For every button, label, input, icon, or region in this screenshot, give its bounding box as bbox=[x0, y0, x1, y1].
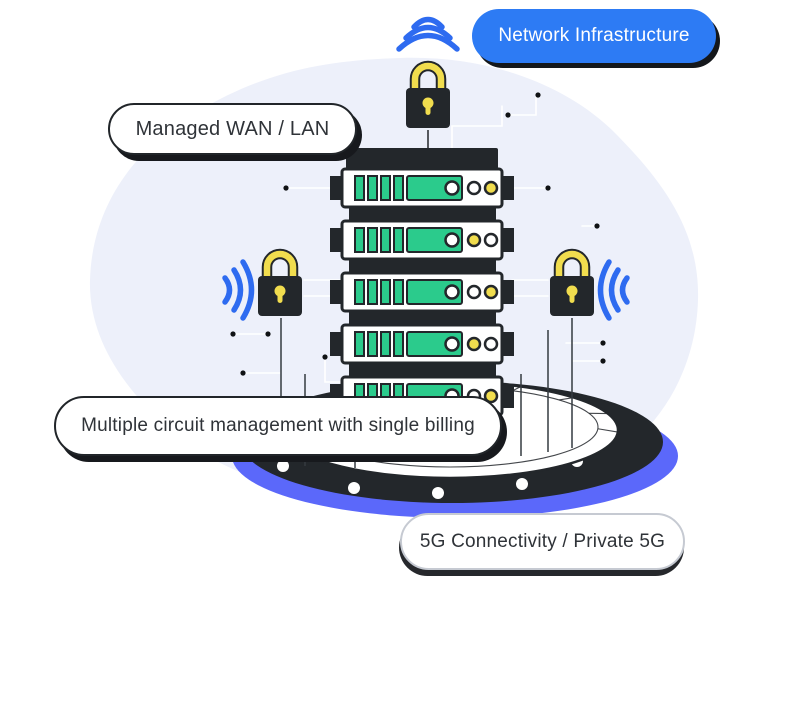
status-led-yellow bbox=[483, 180, 499, 196]
status-led-white bbox=[483, 336, 499, 352]
callout-managed-wan-lan: Managed WAN / LAN bbox=[108, 103, 357, 155]
status-led-yellow bbox=[466, 336, 482, 352]
status-led-white bbox=[466, 180, 482, 196]
wifi-icon-left bbox=[222, 259, 255, 321]
padlock-icon-top bbox=[406, 60, 450, 128]
network-infrastructure-badge: Network Infrastructure bbox=[472, 9, 716, 63]
server-rack bbox=[330, 148, 514, 417]
wifi-icon-right bbox=[597, 259, 630, 321]
wifi-icon-top bbox=[396, 16, 460, 52]
status-led-white bbox=[466, 284, 482, 300]
status-led-yellow bbox=[466, 232, 482, 248]
padlock-icon-left bbox=[258, 248, 302, 316]
status-led-yellow bbox=[483, 284, 499, 300]
status-led-white bbox=[483, 232, 499, 248]
callout-5g-connectivity: 5G Connectivity / Private 5G bbox=[400, 513, 685, 570]
padlock-icon-right bbox=[550, 248, 594, 316]
server-rack-cap bbox=[346, 148, 498, 169]
callout-multiple-circuit-billing: Multiple circuit management with single … bbox=[54, 396, 502, 456]
